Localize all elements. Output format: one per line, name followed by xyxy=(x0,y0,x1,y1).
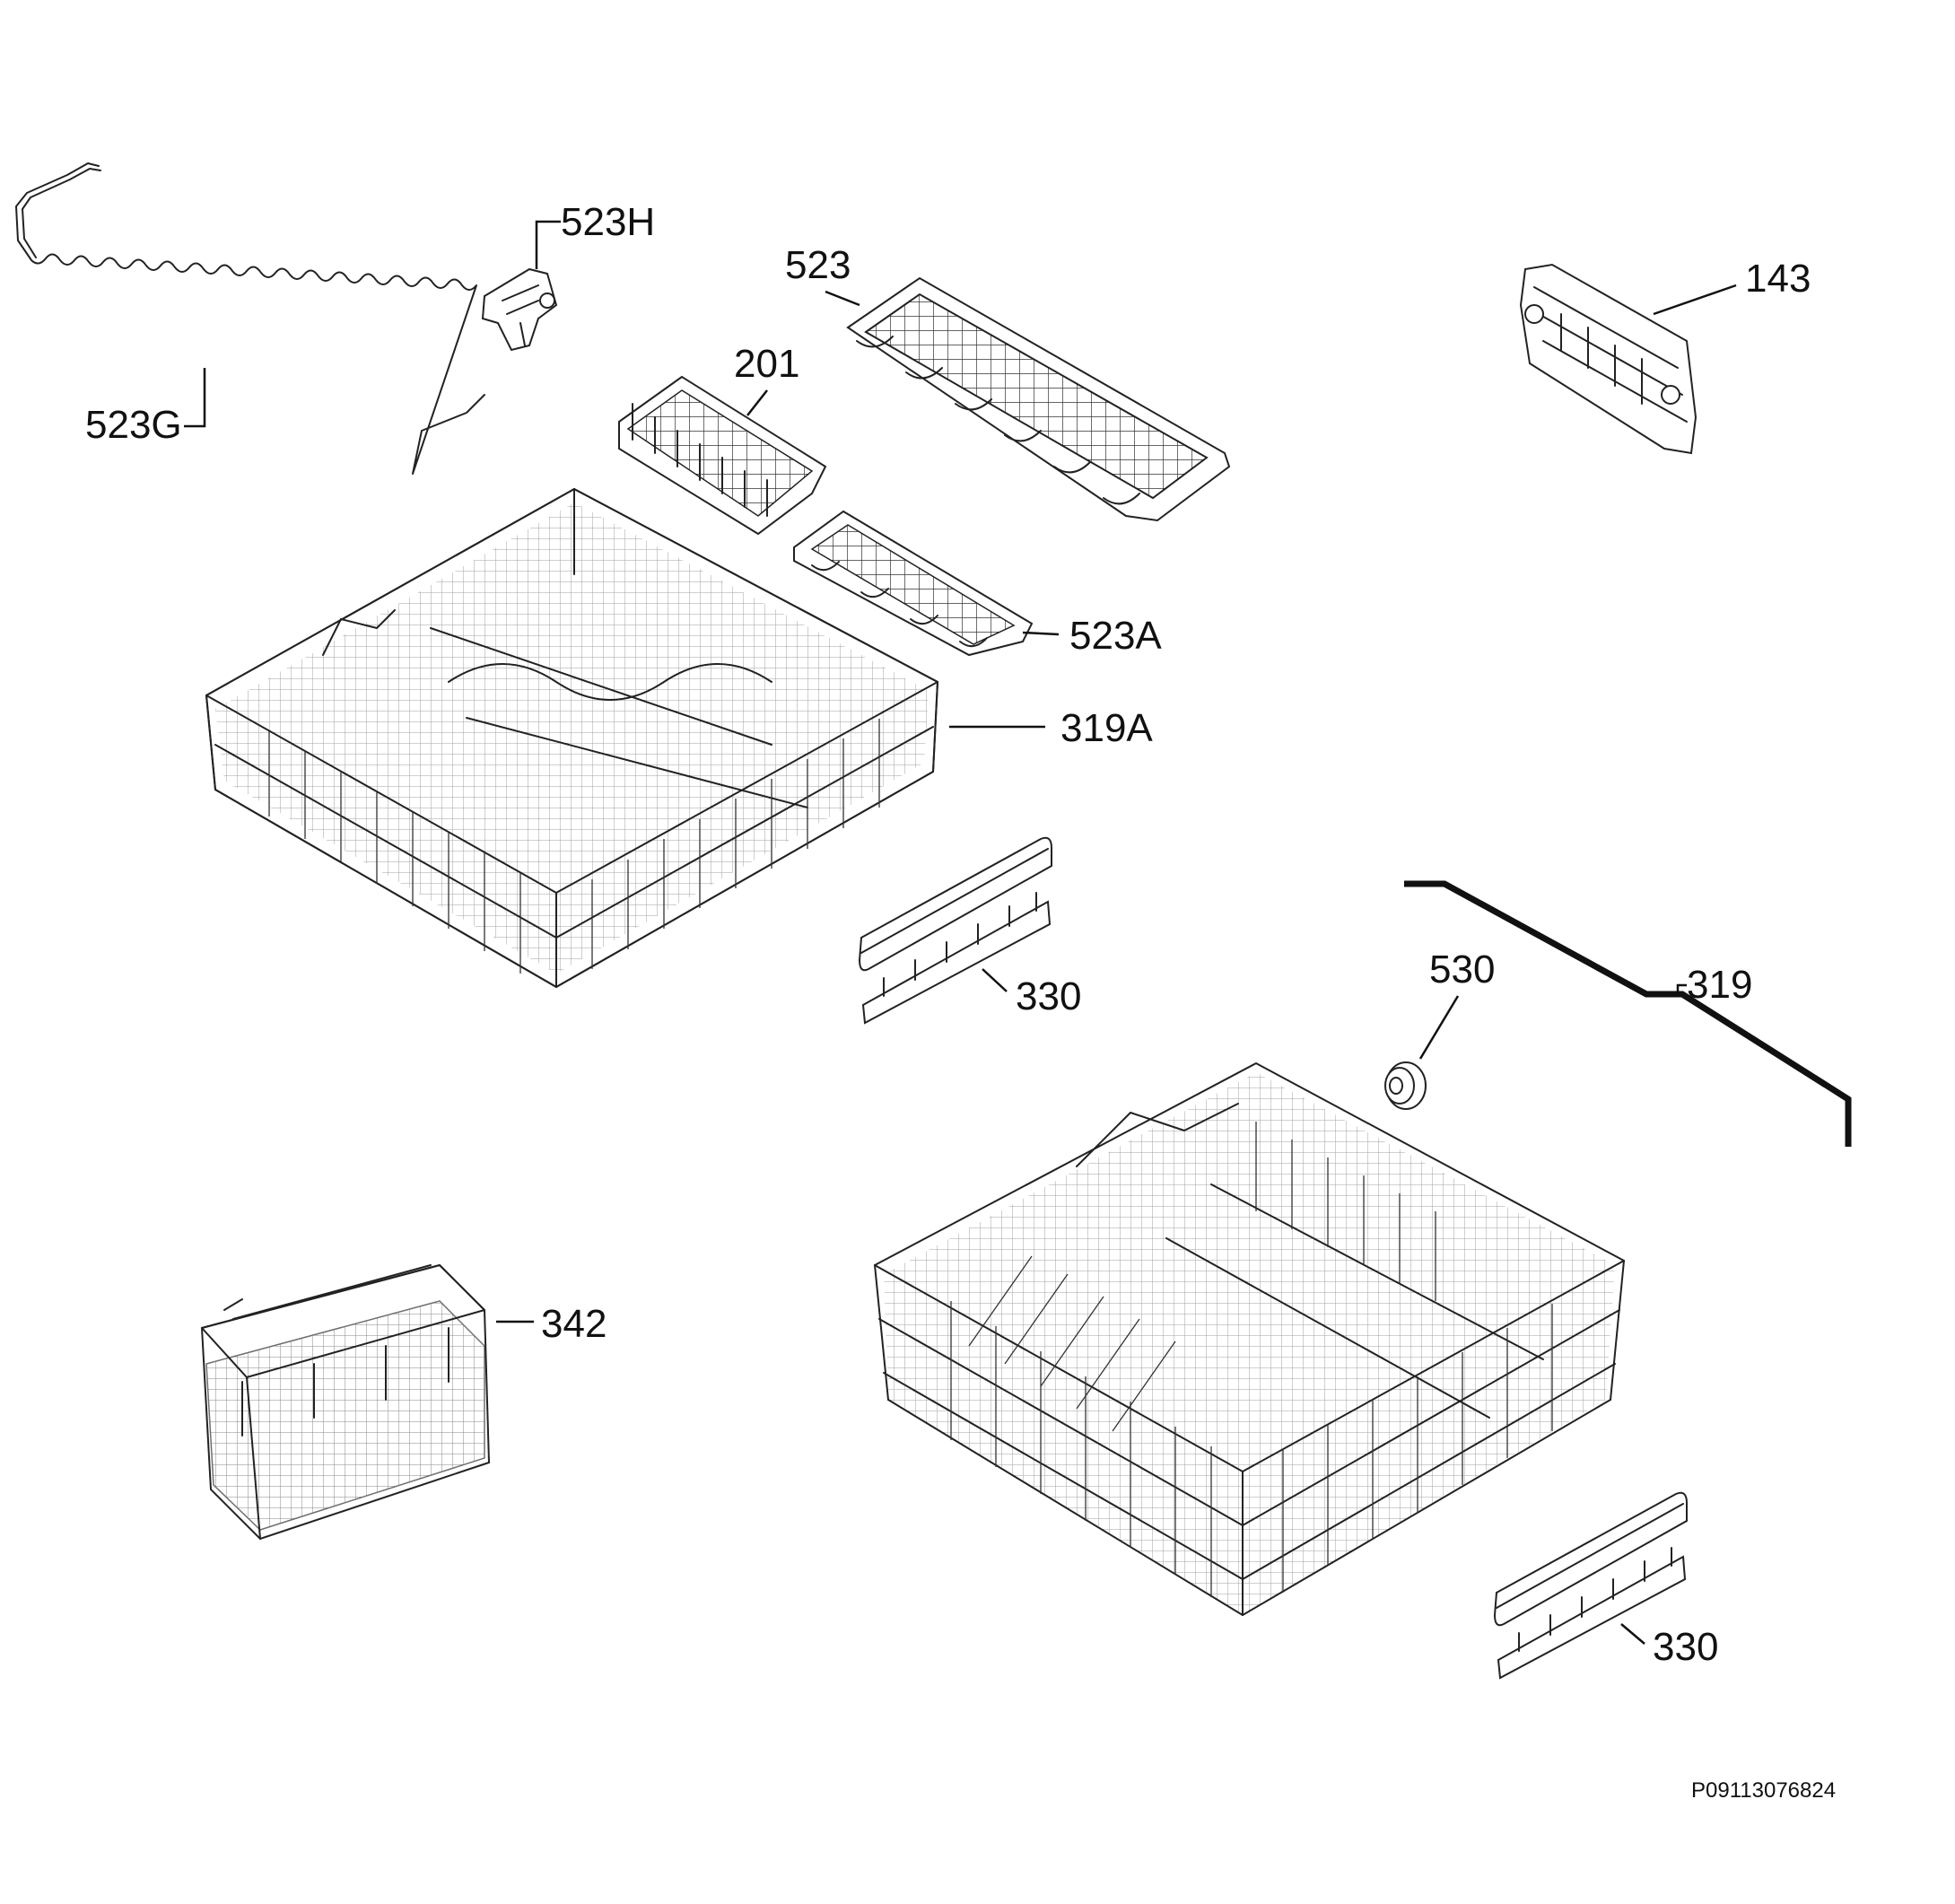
cutlery-basket-342 xyxy=(200,1263,491,1541)
roller-rail-330-upper xyxy=(858,836,1052,1025)
rack-523 xyxy=(846,276,1231,522)
label-330-lower: 330 xyxy=(1653,1625,1718,1669)
leader-319 xyxy=(1676,983,1687,994)
wire-523g xyxy=(15,162,485,475)
leader-530 xyxy=(1418,995,1460,1060)
label-523: 523 xyxy=(785,243,851,287)
leader-330-lower xyxy=(1620,1623,1645,1645)
label-143: 143 xyxy=(1745,257,1811,301)
diagram-code: P09113076824 xyxy=(1691,1778,1836,1803)
leader-330-upper xyxy=(982,968,1008,992)
label-523h: 523H xyxy=(561,200,655,244)
label-523g: 523G xyxy=(85,403,182,447)
leader-143 xyxy=(1653,284,1737,316)
wheel-530 xyxy=(1384,1061,1427,1110)
label-201: 201 xyxy=(734,342,799,386)
leader-523h xyxy=(535,220,561,269)
clip-523h xyxy=(481,267,558,352)
label-319: 319 xyxy=(1687,963,1752,1007)
leader-523g xyxy=(184,368,206,428)
rail-319 xyxy=(1404,880,1852,1147)
label-530: 530 xyxy=(1429,948,1495,991)
label-342: 342 xyxy=(541,1302,607,1346)
leader-201 xyxy=(746,389,768,416)
lower-basket xyxy=(874,1062,1625,1616)
upper-basket-319a xyxy=(205,487,939,989)
leader-523 xyxy=(825,290,860,307)
insert-201 xyxy=(618,375,827,536)
label-523a: 523A xyxy=(1069,614,1162,658)
bracket-143 xyxy=(1519,263,1698,455)
label-319a: 319A xyxy=(1060,706,1153,750)
rack-523a xyxy=(793,510,1034,657)
roller-rail-330-lower xyxy=(1493,1491,1688,1680)
label-330-upper: 330 xyxy=(1016,974,1081,1018)
leader-523a xyxy=(1022,631,1060,636)
